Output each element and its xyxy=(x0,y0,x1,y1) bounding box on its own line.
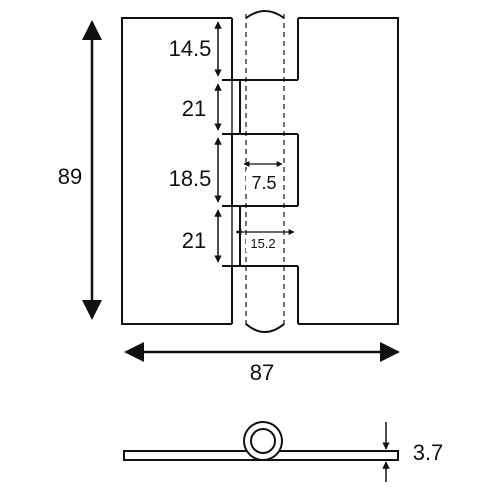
thickness-label: 3.7 xyxy=(413,440,444,465)
knuckle-2-label: 21 xyxy=(182,96,206,121)
dimension-height: 89 xyxy=(58,19,102,320)
width-label: 87 xyxy=(250,360,274,385)
side-knuckle-outer xyxy=(243,421,283,461)
hinge-side-view: 3.7 xyxy=(123,421,444,482)
knuckle-width-label-background xyxy=(246,236,280,252)
dimension-knuckles: 14.5 21 18.5 21 xyxy=(169,21,222,263)
side-knuckle-inner xyxy=(250,428,276,454)
pin-head-bottom xyxy=(245,323,285,333)
dimension-hole: 7.5 xyxy=(243,161,283,193)
dimension-width: 87 xyxy=(124,342,400,385)
knuckle-4-label: 21 xyxy=(182,228,206,253)
hole-label-background xyxy=(246,170,282,192)
dimension-knuckle-width: 15.2 xyxy=(235,229,295,252)
left-leaf xyxy=(121,17,232,325)
pin-head-top xyxy=(245,10,285,19)
right-leaf xyxy=(298,17,399,325)
hinge-front-view xyxy=(121,10,399,333)
knuckle-3-label: 18.5 xyxy=(169,166,212,191)
height-label: 89 xyxy=(58,164,82,189)
hole-width-label: 7.5 xyxy=(251,173,276,193)
knuckle-1-label: 14.5 xyxy=(169,36,212,61)
knuckle-width-label: 15.2 xyxy=(250,236,275,251)
